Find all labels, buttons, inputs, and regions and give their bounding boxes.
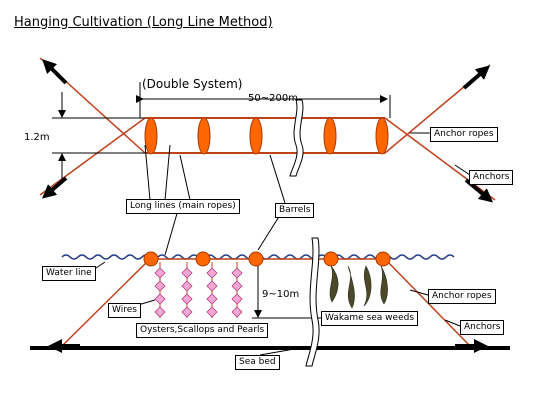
long-lines-label: Long lines (main ropes) <box>126 199 240 214</box>
barrel-side <box>375 251 391 267</box>
barrel <box>375 117 389 155</box>
leader-line <box>144 144 151 201</box>
barrel-side <box>143 251 159 267</box>
barrel <box>323 117 337 155</box>
wakame-label: Wakame sea weeds <box>321 311 419 326</box>
leader-line <box>444 319 461 327</box>
break-marker <box>305 237 320 367</box>
length-label: 50~200m <box>248 93 298 104</box>
depth-label: 9~10m <box>262 289 300 300</box>
side-view <box>30 144 510 367</box>
anchors-label-bottom: Anchors <box>460 320 505 335</box>
anchor-rope-side <box>61 258 151 347</box>
leader-line <box>164 144 171 201</box>
anchors-label-top: Anchors <box>469 170 514 185</box>
anchor-rope <box>39 117 146 196</box>
barrels-label: Barrels <box>275 203 315 218</box>
system-label: (Double System) <box>142 77 243 91</box>
leader-line <box>409 289 429 296</box>
break-marker <box>289 99 304 177</box>
barrel <box>197 117 211 155</box>
water-line-label: Water line <box>42 266 96 281</box>
leader-line <box>164 209 179 256</box>
leader-line <box>179 154 191 201</box>
plan-view <box>39 57 496 203</box>
anchor-ropes-label-bottom: Anchor ropes <box>428 289 496 304</box>
barrel-side <box>248 251 264 267</box>
width-label: 1.2m <box>24 132 50 143</box>
barrel-side <box>195 251 211 267</box>
wakame-seaweed <box>329 265 388 309</box>
anchor-arrow <box>42 59 68 85</box>
oyster-strings <box>154 262 243 318</box>
anchor-rope-side <box>384 258 471 347</box>
diagram-title: Hanging Cultivation (Long Line Method) <box>14 15 273 30</box>
barrel <box>144 117 158 155</box>
leader-line <box>259 347 301 356</box>
sea-bed-label: Sea bed <box>235 355 280 370</box>
leader-line <box>257 214 281 251</box>
oysters-label: Oysters,Scallops and Pearls <box>136 323 269 338</box>
barrel-side <box>323 251 339 267</box>
anchor-ropes-label-top: Anchor ropes <box>430 127 498 142</box>
barrel <box>249 117 263 155</box>
leader-line <box>269 154 286 204</box>
leader-line <box>454 164 471 176</box>
wires-label: Wires <box>108 303 141 318</box>
anchor-arrow <box>41 176 68 199</box>
anchor-arrow <box>462 65 491 90</box>
